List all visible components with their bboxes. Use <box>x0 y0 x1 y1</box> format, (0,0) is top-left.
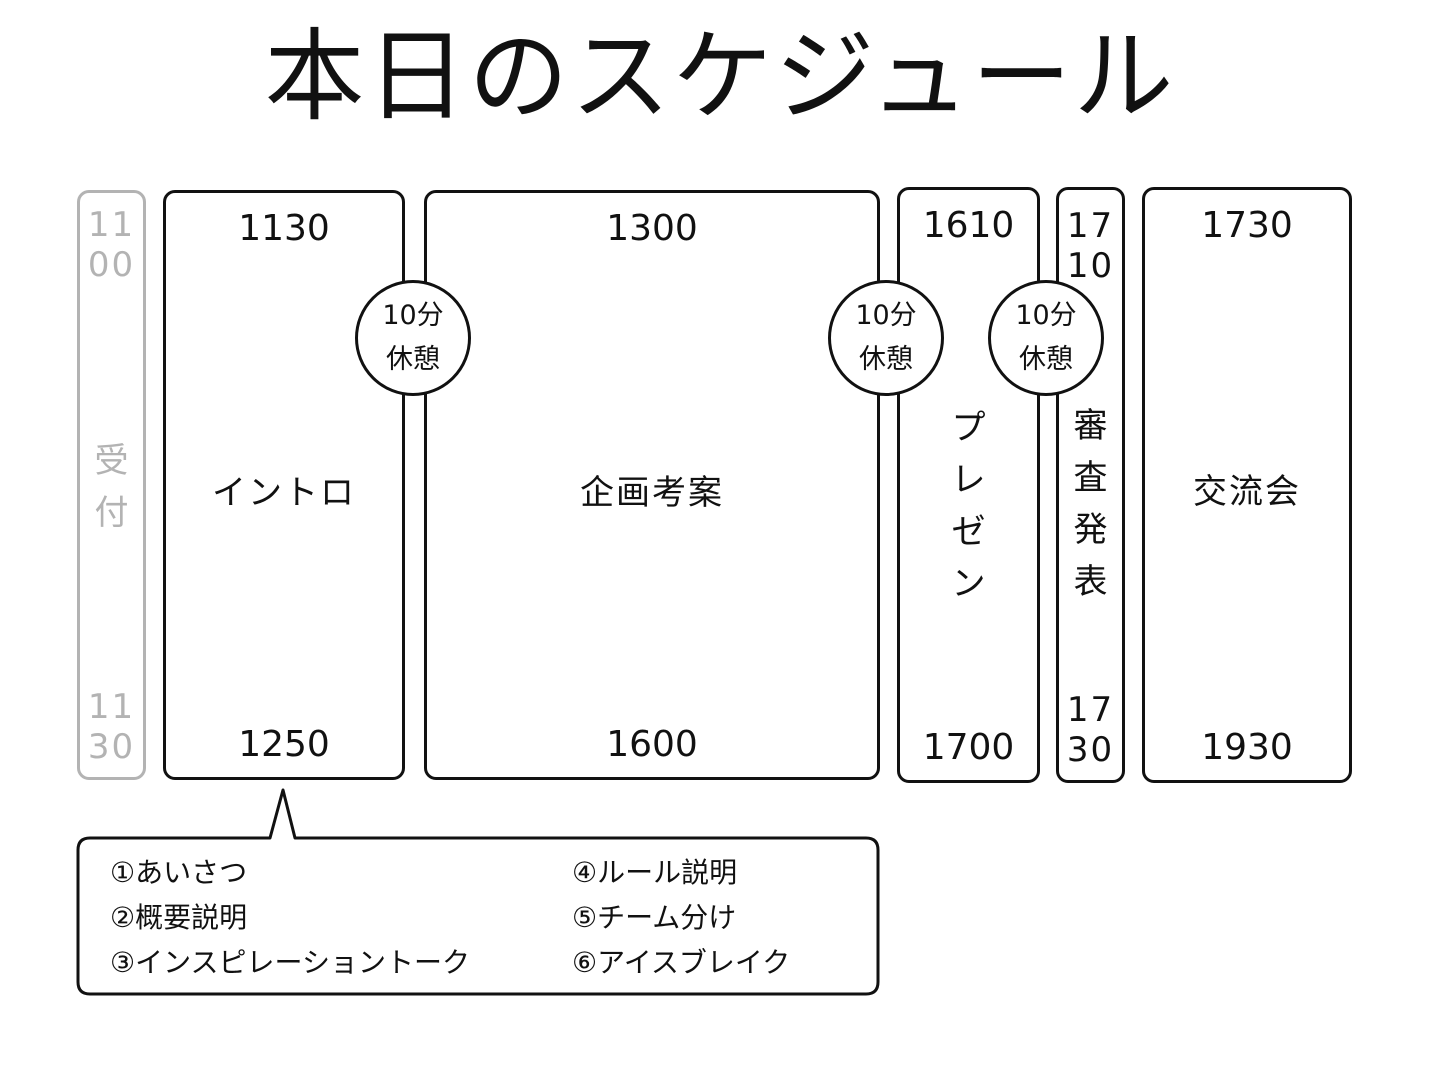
presentation-end-time: 1700 <box>922 727 1015 768</box>
intro-detail-item-1: ①あいさつ <box>110 856 248 889</box>
intro-detail-item-4: ④ルール説明 <box>572 856 738 889</box>
networking-label: 交流会 <box>1193 472 1301 512</box>
presentation-start-time: 1610 <box>922 205 1015 246</box>
break-badge-3: 10分 休憩 <box>988 280 1104 396</box>
networking-block: 1730 交流会 1930 <box>1142 187 1352 783</box>
intro-detail-item-6: ⑥アイスブレイク <box>572 946 791 979</box>
reception-start-time: 11 00 <box>87 205 136 285</box>
planning-start-time: 1300 <box>606 208 698 249</box>
judging-end-time: 17 30 <box>1066 690 1115 770</box>
reception-label: 受 付 <box>94 441 129 533</box>
planning-end-time: 1600 <box>606 724 698 765</box>
planning-block: 1300 企画考案 1600 <box>424 190 880 780</box>
networking-start-time: 1730 <box>1201 205 1293 246</box>
networking-end-time: 1930 <box>1201 727 1293 768</box>
intro-label: イントロ <box>212 473 356 513</box>
planning-label: 企画考案 <box>580 473 724 513</box>
intro-detail-item-5: ⑤チーム分け <box>572 901 737 934</box>
intro-detail-item-2: ②概要説明 <box>110 901 248 934</box>
presentation-block: 1610 プ レ ゼ ン 1700 <box>897 187 1040 783</box>
intro-start-time: 1130 <box>238 208 330 249</box>
presentation-label: プ レ ゼ ン <box>951 408 986 604</box>
page-title: 本日のスケジュール <box>264 18 1176 135</box>
intro-detail-item-3: ③インスピレーショントーク <box>110 946 470 979</box>
reception-block: 11 00 受 付 11 30 <box>77 190 146 780</box>
break-badge-1: 10分 休憩 <box>355 280 471 396</box>
intro-end-time: 1250 <box>238 724 330 765</box>
judging-start-time: 17 10 <box>1066 206 1115 286</box>
intro-block: 1130 イントロ 1250 <box>163 190 405 780</box>
judging-label: 審 査 発 表 <box>1073 406 1108 602</box>
break-badge-2: 10分 休憩 <box>828 280 944 396</box>
reception-end-time: 11 30 <box>87 687 136 767</box>
